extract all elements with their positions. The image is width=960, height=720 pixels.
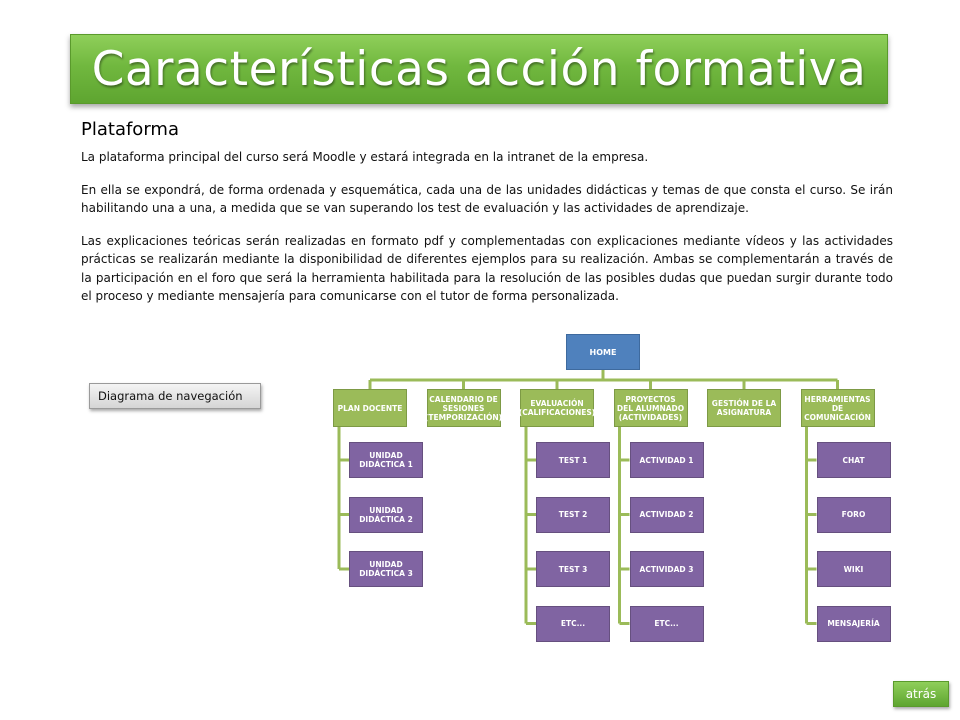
page-title: Características acción formativa — [91, 41, 867, 97]
diagram-node-leaf: ACTIVIDAD 3 — [629, 551, 704, 587]
title-banner: Características acción formativa — [70, 34, 888, 104]
diagram-node-leaf: TEST 3 — [536, 551, 610, 587]
diagram-node-leaf: WIKI — [816, 551, 891, 587]
diagram-node-category: PLAN DOCENTE — [333, 389, 407, 427]
section-subtitle: Plataforma — [81, 119, 179, 140]
navigation-diagram-button[interactable]: Diagrama de navegación — [89, 383, 261, 409]
diagram-node-leaf: TEST 2 — [536, 496, 610, 533]
diagram-node-category: CALENDARIO DE SESIONES (TEMPORIZACIÓN) — [425, 389, 502, 427]
diagram-node-category: EVALUACIÓN (CALIFICACIONES) — [519, 389, 595, 427]
description-text: La plataforma principal del curso será M… — [81, 148, 893, 320]
diagram-node-leaf: FORO — [816, 496, 891, 533]
diagram-node-category: PROYECTOS DEL ALUMNADO (ACTIVIDADES) — [613, 389, 688, 427]
diagram-node-leaf: UNIDAD DIDÁCTICA 1 — [349, 442, 423, 478]
diagram-node-leaf: TEST 1 — [536, 442, 610, 478]
paragraph: La plataforma principal del curso será M… — [81, 150, 649, 164]
diagram-node-leaf: CHAT — [816, 442, 891, 478]
diagram-node-leaf: ETC... — [536, 605, 610, 642]
diagram-node-leaf: UNIDAD DIDÁCTICA 3 — [349, 551, 423, 587]
paragraph: Las explicaciones teóricas serán realiza… — [81, 233, 893, 304]
diagram-node-home: HOME — [566, 334, 640, 370]
diagram-node-category: HERRAMIENTAS DE COMUNICACIÓN — [800, 389, 875, 427]
diagram-node-leaf: MENSAJERÍA — [816, 605, 891, 642]
paragraph: En ella se expondrá, de forma ordenada y… — [81, 182, 893, 216]
back-button[interactable]: atrás — [893, 681, 949, 707]
diagram-node-leaf: ETC... — [629, 605, 704, 642]
diagram-node-category: GESTIÓN DE LA ASIGNATURA — [707, 389, 781, 427]
diagram-node-leaf: ACTIVIDAD 1 — [629, 442, 704, 478]
diagram-node-leaf: ACTIVIDAD 2 — [629, 496, 704, 533]
diagram-node-leaf: UNIDAD DIDÁCTICA 2 — [349, 496, 423, 533]
